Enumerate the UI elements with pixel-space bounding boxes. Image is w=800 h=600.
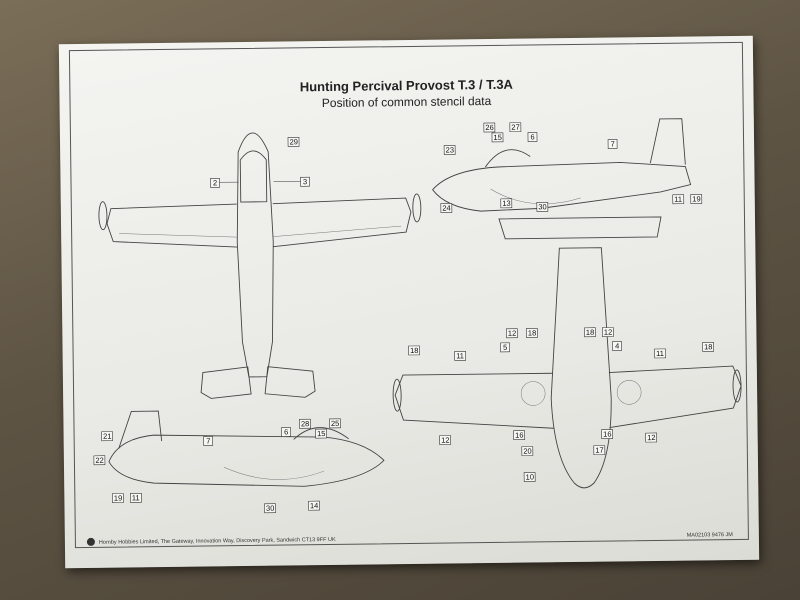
callout-label: 12	[441, 436, 449, 445]
callout-label: 12	[604, 328, 612, 337]
callout-label: 19	[114, 494, 122, 503]
callout-labels: 29 2 3 26 15 27 6 7 23 24 13 30 11 19 21…	[93, 122, 714, 514]
side-view-left-drawing	[108, 410, 385, 487]
callout-label: 18	[704, 342, 712, 351]
callout-label: 16	[515, 431, 523, 440]
callout-label: 11	[674, 195, 682, 204]
callout-label: 18	[528, 328, 536, 337]
top-view-drawing	[98, 132, 422, 399]
callout-label: 3	[303, 177, 307, 186]
aircraft-drawings: 29 2 3 26 15 27 6 7 23 24 13 30 11 19 21…	[93, 118, 742, 514]
stencil-sheet: Hunting Percival Provost T.3 / T.3A Posi…	[58, 35, 760, 569]
side-view-right-drawing	[432, 118, 692, 212]
callout-label: 10	[526, 472, 534, 481]
callout-label: 11	[656, 349, 664, 358]
callout-label: 15	[493, 133, 501, 142]
callout-label: 18	[586, 328, 594, 337]
callout-label: 2	[213, 178, 217, 187]
callout-label: 18	[410, 346, 418, 355]
callout-label: 27	[511, 123, 519, 132]
callout-label: 11	[132, 493, 140, 502]
callout-label: 6	[530, 132, 534, 141]
callout-label: 7	[611, 139, 615, 148]
callout-label: 26	[485, 123, 493, 132]
callout-label: 24	[442, 203, 450, 212]
callout-label: 17	[595, 446, 603, 455]
callout-label: 7	[206, 436, 210, 445]
callout-label: 4	[615, 341, 619, 350]
callout-label: 23	[446, 145, 454, 154]
callout-label: 14	[310, 501, 318, 510]
callout-label: 21	[103, 432, 111, 441]
callout-label: 29	[289, 137, 297, 146]
footer-code: MA02103 9476 JM	[686, 532, 733, 539]
callout-label: 12	[647, 433, 655, 442]
callout-label: 5	[503, 343, 507, 352]
callout-label: 25	[331, 419, 339, 428]
company-logo	[86, 537, 95, 546]
callout-label: 30	[266, 504, 274, 513]
callout-label: 13	[502, 199, 510, 208]
callout-label: 28	[301, 419, 309, 428]
callout-label: 16	[603, 430, 611, 439]
callout-label: 30	[538, 202, 546, 211]
callout-label: 19	[692, 194, 700, 203]
callout-label: 22	[95, 456, 103, 465]
callout-label: 20	[523, 447, 531, 456]
callout-label: 6	[284, 427, 288, 436]
underside-view-drawing	[392, 216, 742, 489]
callout-label: 11	[456, 351, 464, 360]
callout-label: 15	[317, 429, 325, 438]
callout-label: 12	[508, 329, 516, 338]
